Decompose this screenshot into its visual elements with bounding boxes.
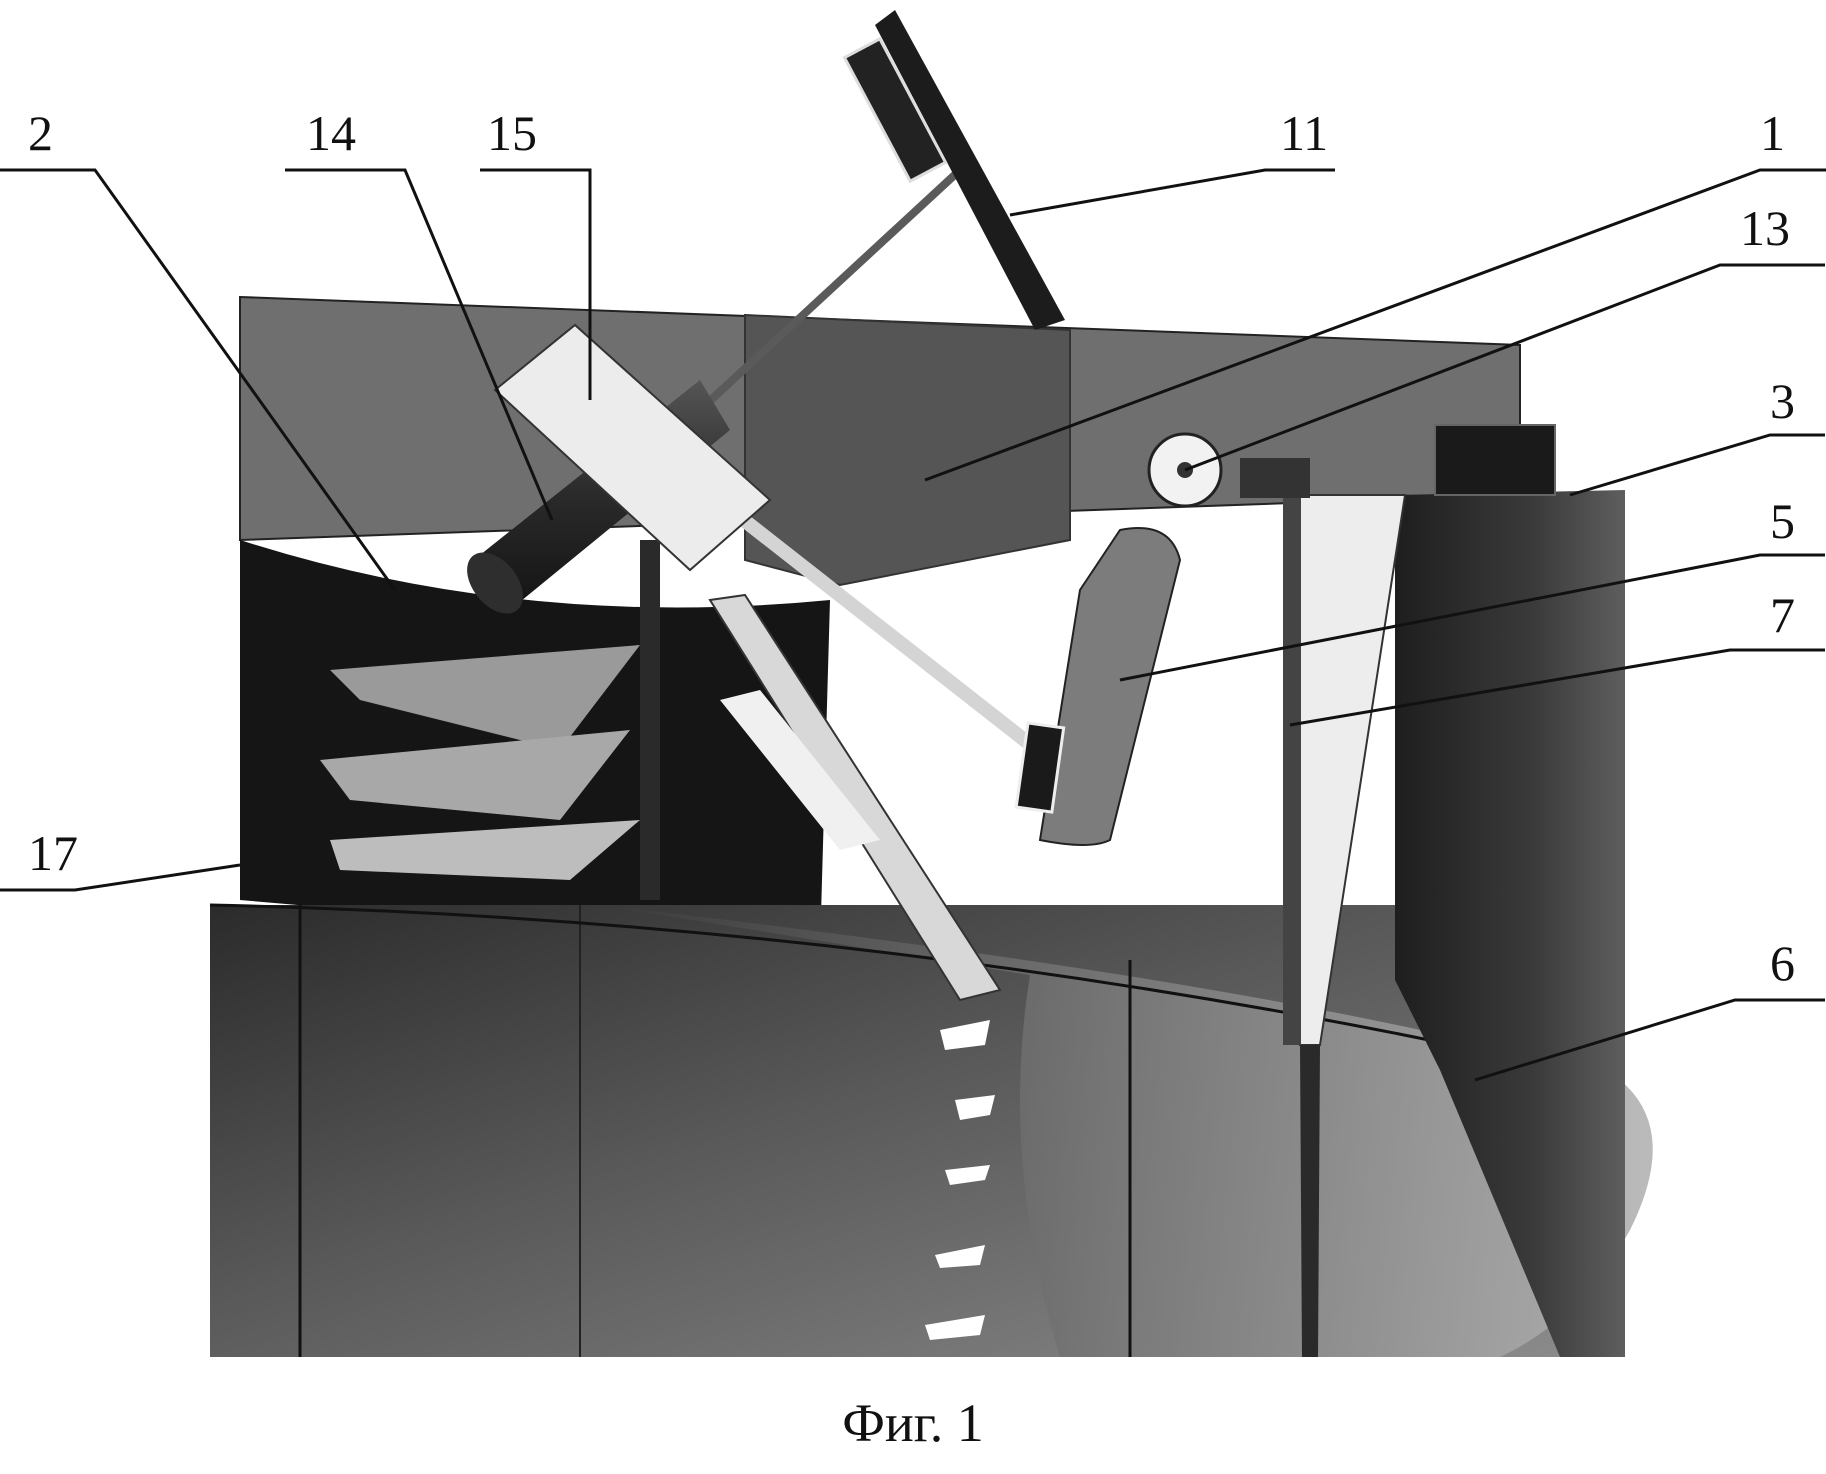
label-3: 3 — [1770, 373, 1795, 429]
label-13: 13 — [1740, 200, 1790, 256]
right-column — [1395, 424, 1625, 1357]
handle-lever — [842, 10, 1065, 330]
leader-line-7 — [1289, 648, 1825, 727]
label-14: 14 — [306, 105, 356, 161]
label-5: 5 — [1770, 493, 1795, 549]
leader-line-2 — [0, 168, 397, 591]
reference-labels: 2 14 15 11 1 13 3 5 7 17 6 — [28, 105, 1795, 991]
label-11: 11 — [1280, 105, 1328, 161]
central-cone — [1283, 494, 1407, 1357]
label-7: 7 — [1770, 587, 1795, 643]
leader-line-15 — [480, 168, 592, 400]
leader-line-6 — [1474, 998, 1825, 1082]
leader-line-17 — [0, 863, 241, 892]
label-17: 17 — [28, 825, 78, 881]
figure-caption: Фиг. 1 — [842, 1393, 984, 1453]
leader-line-3 — [1569, 433, 1825, 497]
label-2: 2 — [28, 105, 53, 161]
deflector-plate — [1038, 527, 1182, 846]
cylinder-block-assembly — [467, 323, 772, 614]
left-vane-chamber — [240, 540, 830, 950]
inclined-chute — [708, 593, 1002, 1340]
leader-line-14 — [285, 168, 554, 521]
leader-line-1 — [924, 168, 1826, 482]
lower-body — [209, 903, 1653, 1357]
leader-lines — [0, 168, 1826, 1082]
leader-line-11 — [1009, 168, 1335, 217]
label-1: 1 — [1760, 105, 1785, 161]
leader-line-13 — [1184, 263, 1825, 472]
label-6: 6 — [1770, 935, 1795, 991]
leader-line-5 — [1119, 553, 1825, 682]
label-15: 15 — [487, 105, 537, 161]
